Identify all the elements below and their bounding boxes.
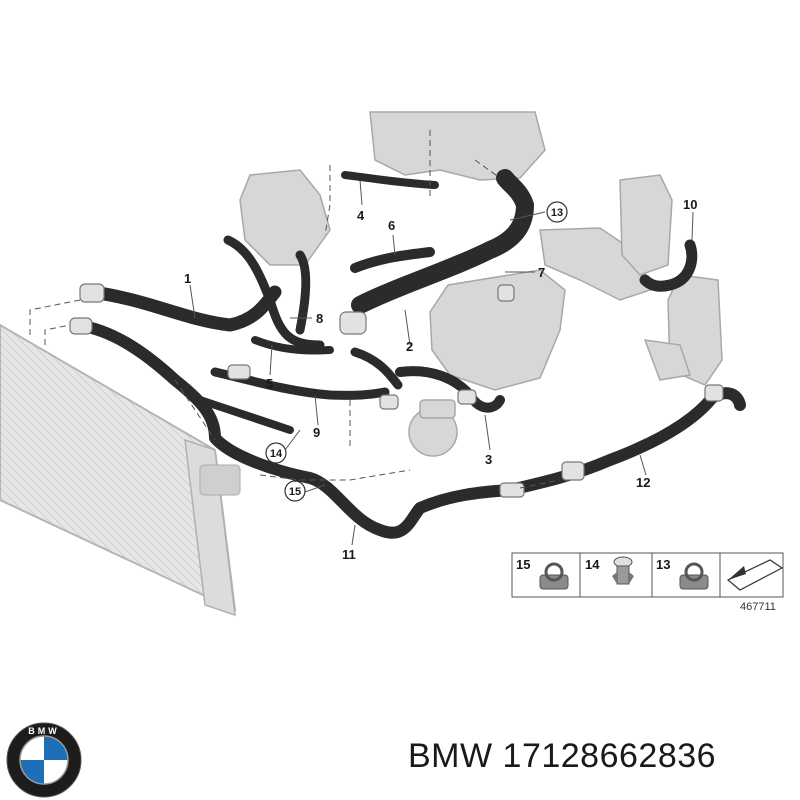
diagram-reference-number: 467711 xyxy=(740,601,776,613)
callout-9: 9 xyxy=(313,425,320,440)
callout-12: 12 xyxy=(636,475,650,490)
circled-callouts: 13 14 15 xyxy=(265,201,568,502)
direction-arrow-icon xyxy=(726,559,784,591)
parts-legend: 15 14 13 467711 xyxy=(511,552,784,613)
radiator xyxy=(0,323,241,617)
callout-labels: 1 2 3 4 5 6 7 8 9 10 11 12 xyxy=(184,197,697,562)
circled-callout-13: 13 xyxy=(551,207,563,219)
part-title: BMW 17128662836 xyxy=(408,737,716,776)
callout-1: 1 xyxy=(184,271,191,286)
circled-callout-14: 14 xyxy=(270,448,283,460)
hoses xyxy=(72,169,746,539)
callout-7: 7 xyxy=(538,265,545,280)
clamp-icon xyxy=(679,562,709,590)
legend-number-15: 15 xyxy=(516,557,530,572)
legend-number-14: 14 xyxy=(585,557,600,572)
callout-5: 5 xyxy=(266,376,273,391)
part-number: 17128662836 xyxy=(502,737,717,775)
connectors xyxy=(69,283,724,498)
callout-8: 8 xyxy=(316,311,323,326)
engine-parts xyxy=(239,111,723,457)
legend-number-13: 13 xyxy=(656,557,670,572)
clamp-icon xyxy=(539,562,569,590)
callout-11: 11 xyxy=(342,547,356,562)
bmw-logo-icon: BMW xyxy=(6,722,82,798)
callout-6: 6 xyxy=(388,218,395,233)
callout-2: 2 xyxy=(406,339,413,354)
brand-name: BMW xyxy=(408,737,493,775)
clip-icon xyxy=(612,556,634,585)
dashed-guides xyxy=(29,130,561,489)
logo-letters: BMW xyxy=(28,726,60,736)
leader-lines xyxy=(189,179,694,546)
callout-3: 3 xyxy=(485,452,492,467)
callout-4: 4 xyxy=(357,208,365,223)
circled-callout-15: 15 xyxy=(289,486,301,498)
callout-10: 10 xyxy=(683,197,697,212)
